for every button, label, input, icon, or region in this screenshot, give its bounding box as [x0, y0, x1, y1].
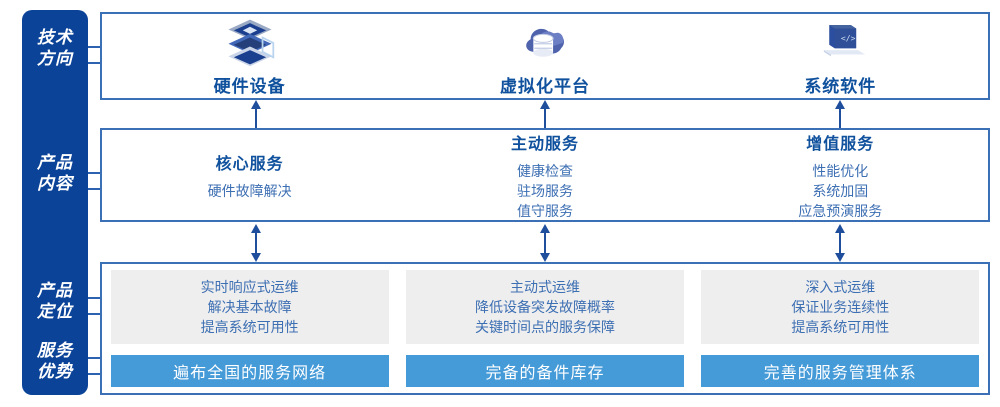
rail-label-line: 服务 [37, 341, 73, 360]
connector-line [88, 313, 110, 315]
positioning-cell-realtime[interactable]: 实时响应式运维 解决基本故障 提高系统可用性 [102, 269, 397, 344]
rail-label-line: 定位 [37, 302, 73, 321]
cloud-database-icon [516, 16, 574, 68]
positioning-line: 解决基本故障 [207, 298, 292, 315]
content-item: 应急预演服务 [798, 202, 883, 219]
rail-label-tech-direction: 技术 方向 [22, 27, 88, 69]
rail-label-line: 产品 [37, 153, 73, 172]
rail-label-service-advantage: 服务 优势 [22, 340, 88, 382]
positioning-line: 关键时间点的服务保障 [474, 318, 615, 335]
tech-label-hardware: 硬件设备 [213, 76, 286, 96]
content-item: 系统加固 [812, 182, 869, 199]
content-item: 值守服务 [516, 202, 573, 219]
connector-line [88, 357, 110, 359]
tech-label-virtualization: 虚拟化平台 [499, 76, 590, 96]
arrow-up-hardware [249, 100, 263, 133]
positioning-box: 实时响应式运维 解决基本故障 提高系统可用性 [110, 269, 389, 344]
panel-product-content: 核心服务 硬件故障解决 主动服务 健康检查 驻场服务 值守服务 增值服务 性能优… [100, 128, 990, 222]
content-title-proactive: 主动服务 [510, 135, 579, 153]
connector-line [88, 172, 110, 174]
connector-line [88, 188, 110, 190]
positioning-box: 深入式运维 保证业务连续性 提高系统可用性 [701, 269, 980, 344]
positioning-line: 实时响应式运维 [200, 278, 299, 295]
content-column-proactive[interactable]: 主动服务 健康检查 驻场服务 值守服务 [397, 130, 692, 220]
advantage-bar-management: 完善的服务管理体系 [701, 355, 980, 387]
advantage-bar-network: 遍布全国的服务网络 [110, 355, 389, 387]
panel-positioning-advantage: 实时响应式运维 解决基本故障 提高系统可用性 主动式运维 降低设备突发故障概率 … [100, 262, 990, 395]
connector-line [88, 297, 110, 299]
content-item: 驻场服务 [516, 182, 573, 199]
advantage-cell-management[interactable]: 完善的服务管理体系 [693, 355, 988, 387]
server-stack-icon [221, 16, 279, 68]
rail-label-line: 技术 [37, 28, 73, 47]
advantage-cell-network[interactable]: 遍布全国的服务网络 [102, 355, 397, 387]
rail-label-line: 内容 [37, 174, 73, 193]
positioning-box: 主动式运维 降低设备突发故障概率 关键时间点的服务保障 [405, 269, 684, 344]
arrow-double-left [249, 224, 263, 267]
positioning-line: 提高系统可用性 [200, 318, 299, 335]
tech-column-software[interactable]: </> 系统软件 [693, 14, 988, 98]
content-item: 硬件故障解决 [207, 182, 292, 199]
category-rail [22, 10, 88, 395]
positioning-line: 主动式运维 [509, 278, 580, 295]
tech-label-software: 系统软件 [804, 76, 877, 96]
rail-label-product-content: 产品 内容 [22, 152, 88, 194]
positioning-line: 深入式运维 [805, 278, 876, 295]
arrow-double-center [538, 224, 552, 267]
positioning-line: 保证业务连续性 [791, 298, 890, 315]
content-column-core[interactable]: 核心服务 硬件故障解决 [102, 130, 397, 220]
connector-line [88, 62, 110, 64]
arrow-up-software [833, 100, 847, 133]
content-item: 性能优化 [812, 162, 869, 179]
tech-column-hardware[interactable]: 硬件设备 [102, 14, 397, 98]
content-column-valueadded[interactable]: 增值服务 性能优化 系统加固 应急预演服务 [693, 130, 988, 220]
positioning-row: 实时响应式运维 解决基本故障 提高系统可用性 主动式运维 降低设备突发故障概率 … [102, 264, 988, 349]
content-item: 健康检查 [516, 162, 573, 179]
rail-label-product-positioning: 产品 定位 [22, 280, 88, 322]
arrow-double-right [833, 224, 847, 267]
rail-label-line: 优势 [37, 362, 73, 381]
arrow-up-virtualization [538, 100, 552, 133]
positioning-cell-proactive[interactable]: 主动式运维 降低设备突发故障概率 关键时间点的服务保障 [397, 269, 692, 344]
advantage-row: 遍布全国的服务网络 完备的备件库存 完善的服务管理体系 [102, 349, 988, 393]
rail-label-line: 方向 [37, 49, 73, 68]
rail-label-line: 产品 [37, 281, 73, 300]
tech-column-virtualization[interactable]: 虚拟化平台 [397, 14, 692, 98]
laptop-code-icon: </> [811, 16, 869, 68]
advantage-bar-inventory: 完备的备件库存 [405, 355, 684, 387]
panel-tech-direction: 硬件设备 [100, 12, 990, 100]
content-title-valueadded: 增值服务 [806, 135, 875, 153]
positioning-cell-indepth[interactable]: 深入式运维 保证业务连续性 提高系统可用性 [693, 269, 988, 344]
connector-line [88, 46, 110, 48]
advantage-cell-inventory[interactable]: 完备的备件库存 [397, 355, 692, 387]
connector-line [88, 373, 110, 375]
content-title-core: 核心服务 [215, 155, 284, 173]
positioning-line: 降低设备突发故障概率 [474, 298, 615, 315]
positioning-line: 提高系统可用性 [791, 318, 890, 335]
svg-text:</>: </> [841, 34, 856, 43]
